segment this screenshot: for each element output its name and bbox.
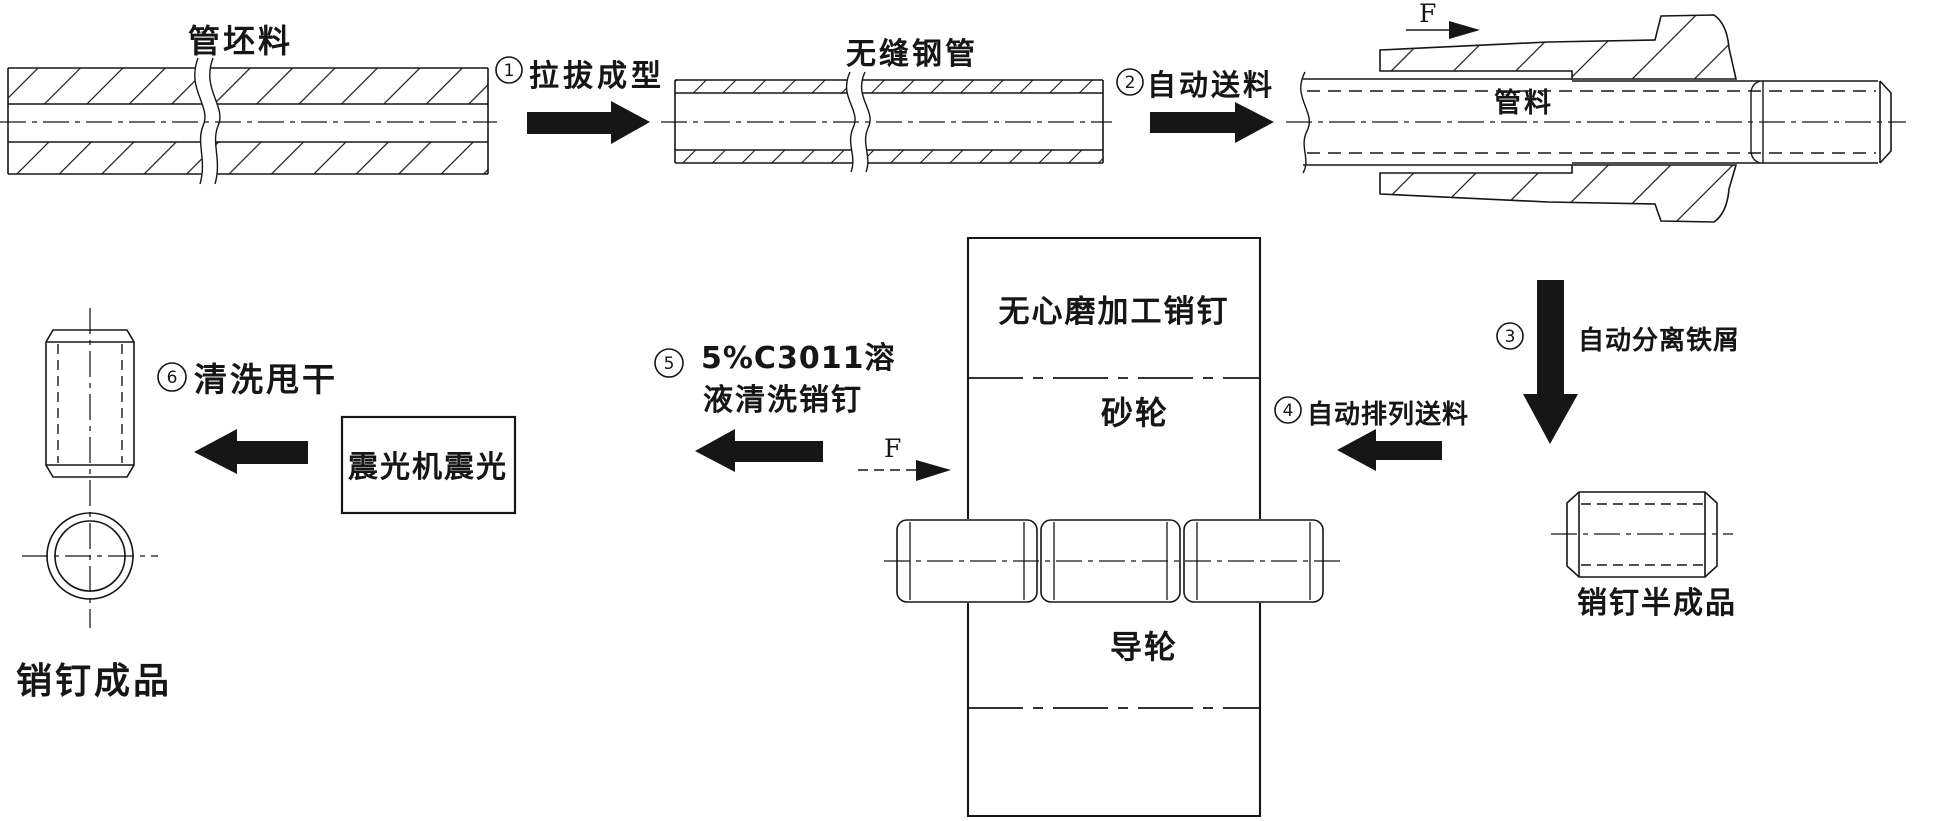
die-tube-break-edge: [1300, 71, 1310, 174]
centerless-grinder-drawing: 无心磨加工销钉 砂轮 F 导轮: [858, 236, 1346, 818]
die-machine-drawing: F 管料: [1286, 0, 1906, 223]
tube-blank-top-wall: [8, 68, 488, 104]
step-2: 2 自动送料: [1116, 68, 1275, 143]
seamless-tube-top-wall: [675, 80, 1103, 93]
step-4-number-circle: [1274, 396, 1302, 424]
tube-blank-break-edge-right: [209, 57, 221, 185]
guide-wheel-box: [966, 603, 1262, 818]
tube-blank-label: 管坯料: [188, 22, 293, 60]
step-4: 4 自动排列送料: [1274, 396, 1469, 471]
pin-semifinished-label: 销钉半成品: [1577, 586, 1737, 621]
tube-blank-break-mask: [194, 58, 220, 184]
grinding-wheel-label: 砂轮: [1101, 394, 1169, 432]
die-force-label: F: [1419, 0, 1436, 28]
step-4-label: 自动排列送料: [1307, 399, 1469, 430]
tube-blank-break-edge-left: [194, 57, 206, 185]
seamless-tube-label: 无缝钢管: [846, 37, 978, 72]
die-upper-block: [1379, 14, 1738, 80]
step-4-digit: 4: [1283, 401, 1294, 421]
seamless-tube-drawing: 无缝钢管: [661, 37, 1112, 173]
step-5-digit: 5: [664, 354, 675, 374]
pin-semifinished-bore-hidden-lines: [1581, 503, 1703, 566]
seamless-tube-break-edge-right: [860, 71, 871, 173]
seamless-tube-outline: [674, 79, 1104, 164]
pin-semifinished-drawing: 销钉半成品: [1551, 491, 1737, 621]
seamless-tube-break-edge-left: [845, 71, 856, 173]
die-lower-block: [1379, 164, 1738, 223]
step-2-arrow-right: [1150, 102, 1274, 143]
step-5-number-circle: [654, 348, 684, 378]
step-3: 3 自动分离铁屑: [1496, 280, 1740, 444]
step-2-label: 自动送料: [1147, 68, 1275, 102]
step-5: 5 5%C3011溶 液清洗销钉: [654, 341, 895, 472]
step-1-number-circle: [495, 56, 523, 84]
step-6-number-circle: [157, 362, 187, 392]
step-1-label: 拉拔成型: [529, 59, 665, 94]
step-6-digit: 6: [167, 368, 178, 388]
step-3-number-circle: [1496, 322, 1524, 350]
grinder-title: 无心磨加工销钉: [999, 294, 1230, 330]
step-1: 1 拉拔成型: [495, 56, 665, 144]
die-tube-inlet-outline: [1303, 78, 1572, 166]
guide-wheel-label: 导轮: [1110, 628, 1178, 666]
step-2-digit: 2: [1125, 73, 1136, 93]
step-3-digit: 3: [1505, 327, 1516, 347]
step-5-label-line1: 5%C3011溶: [701, 341, 895, 376]
pin-finished-label: 销钉成品: [16, 661, 172, 702]
die-force-arrowhead: [1449, 21, 1480, 39]
step-4-arrow-left: [1337, 429, 1442, 471]
die-tube-bore-hidden-lines: [1307, 90, 1876, 154]
polisher-box: 震光机震光: [340, 415, 517, 515]
tube-blank-bottom-wall: [8, 142, 488, 174]
polisher-label: 震光机震光: [348, 450, 508, 485]
tube-blank-drawing: 管坯料: [0, 22, 497, 185]
tube-material-label: 管料: [1494, 88, 1554, 119]
pin-row-workpiece: [884, 519, 1346, 603]
step-5-label-line2: 液清洗销钉: [703, 383, 863, 418]
pin-finished-bore-hidden-lines: [57, 344, 123, 463]
grinder-force-arrowhead: [916, 460, 951, 481]
grinder-force-label: F: [884, 434, 901, 463]
step-3-arrow-down: [1523, 280, 1578, 444]
pin-finished-drawing: 销钉成品: [16, 308, 172, 702]
step-6-arrow-left: [194, 429, 308, 474]
step-3-label: 自动分离铁屑: [1578, 325, 1740, 356]
seamless-tube-bottom-wall: [675, 150, 1103, 163]
tube-blank-outline: [7, 67, 489, 175]
step-2-number-circle: [1116, 68, 1144, 96]
step-6-label: 清洗甩干: [194, 360, 338, 399]
polisher-box-frame: [340, 415, 517, 515]
step-1-digit: 1: [504, 61, 515, 81]
step-5-arrow-left: [695, 429, 823, 472]
step-6: 6 清洗甩干: [157, 360, 338, 474]
die-tube-outlet-outline: [1572, 80, 1878, 164]
step-1-arrow-right: [527, 101, 650, 144]
